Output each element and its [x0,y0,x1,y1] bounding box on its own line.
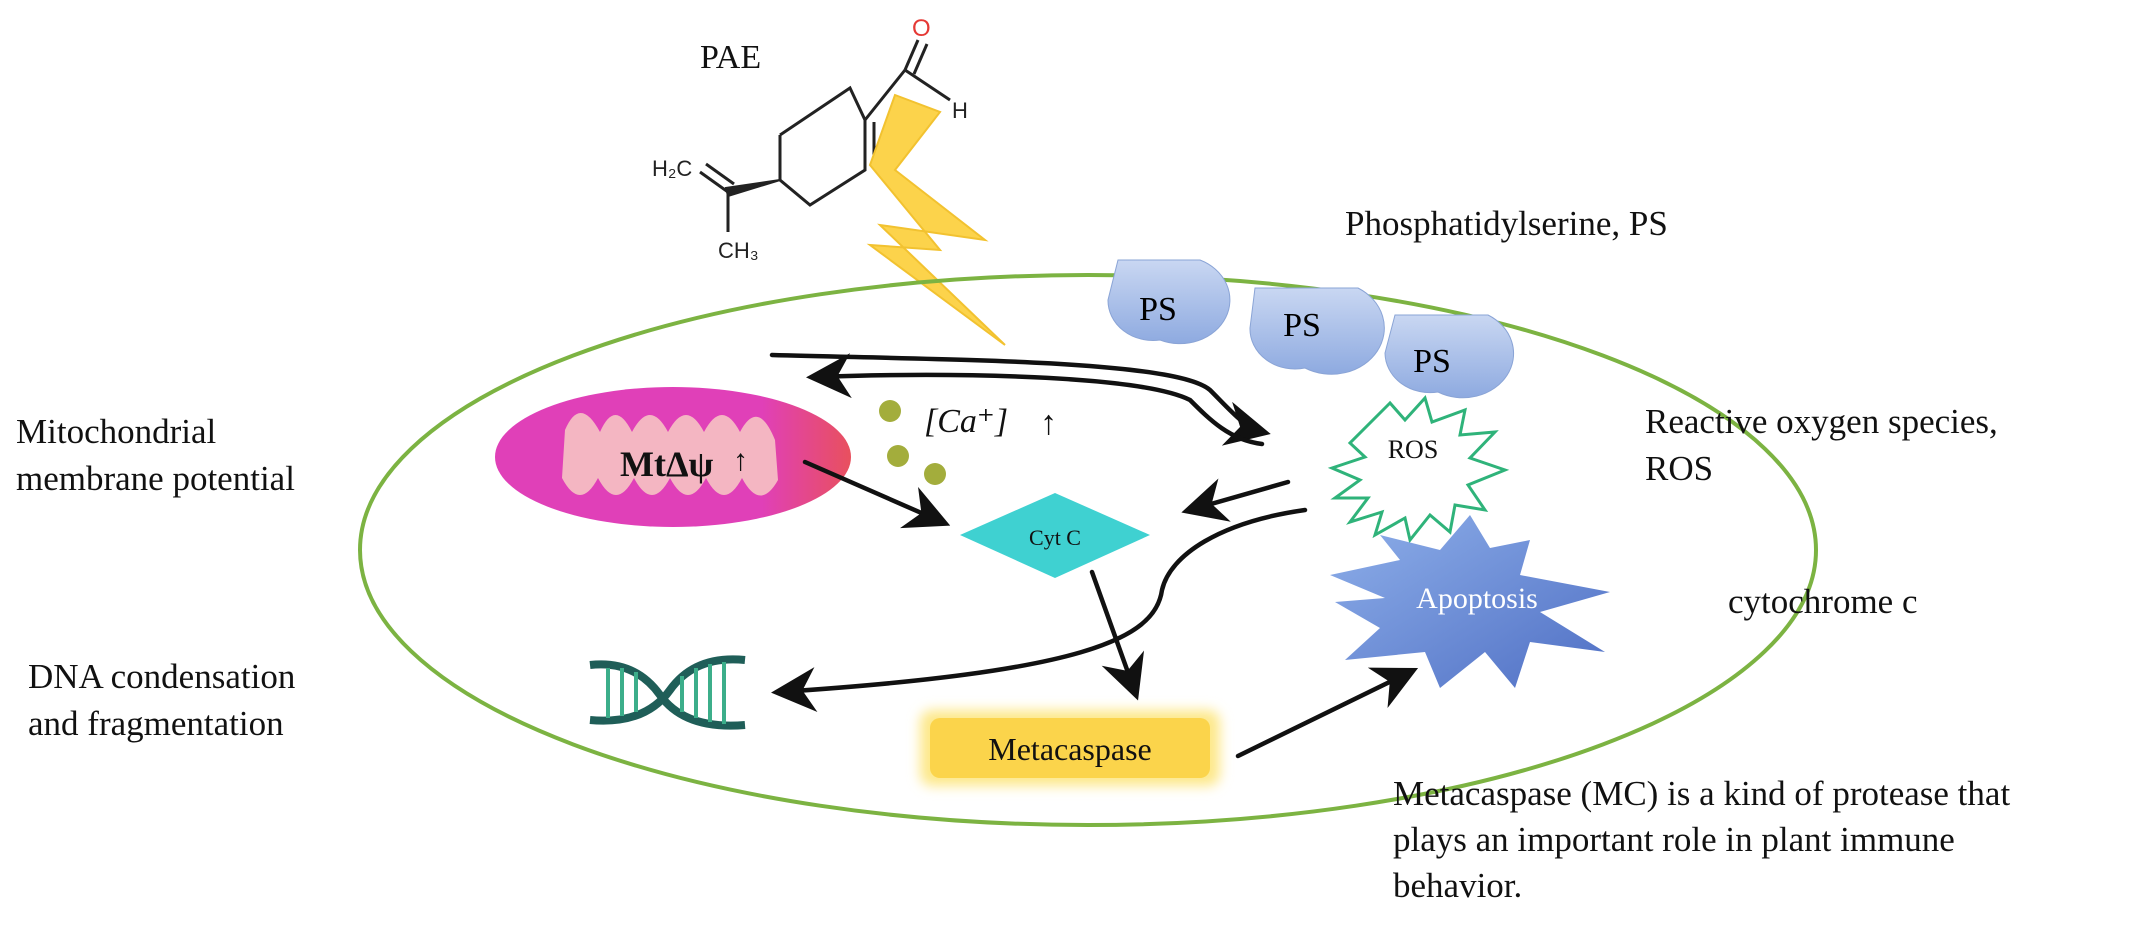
cell-membrane [358,273,1818,827]
oxygen-atom: O [912,15,931,42]
ps-molecule: PS [1384,314,1515,399]
mito-annotation: Mitochondrial membrane potential [16,412,295,498]
calcium-ions [879,400,946,485]
carbonyl-bond-1 [903,39,920,71]
arrows [769,352,1419,759]
calcium-ion [887,445,909,467]
arrow-to-ros [769,352,1271,446]
arrow-mito-to-cytc [802,459,951,529]
vinyl-bond-2 [705,162,735,186]
pae-molecule [699,39,951,232]
carbonyl-bond-2 [912,43,929,75]
vinyl-bond-1 [699,170,729,194]
lightning-icon [866,93,1006,346]
dna-helix-icon [589,655,746,730]
cytc-diamond: Cyt C [960,493,1150,578]
mito-potential-label: MtΔψ [620,444,714,484]
arrow-metacaspase-to-apoptosis [1235,667,1419,759]
arrow-ros-to-dna [771,507,1308,713]
ros-annotation: Reactive oxygen species, ROS [1645,402,1998,488]
hydrogen-atom: H [952,98,968,123]
methylene-group: H₂C [652,156,692,181]
mitochondrion-icon: MtΔψ ↑ [495,387,851,527]
molecule-name: PAE [700,39,761,76]
metacaspase-box: Metacaspase [920,710,1220,786]
calcium-ion [924,463,946,485]
ps-molecule: PS [1107,259,1231,345]
mc-annotation: Metacaspase (MC) is a kind of protease t… [1393,774,2011,905]
molecule-ring [778,85,867,207]
arrow-to-calcium [806,353,1265,447]
aldehyde-bond [863,69,907,121]
ps-molecule: PS [1249,287,1385,375]
ros-starburst: ROS [1327,395,1510,544]
calcium-arrow: ↑ [1040,405,1057,442]
apoptosis-starburst: Apoptosis [1330,515,1610,688]
cytc-label: Cyt C [1029,525,1081,550]
ps-label: PS [1413,343,1451,380]
arrow-cytc-to-metacaspase [1089,569,1145,701]
cytc-annotation: cytochrome c [1728,582,1918,621]
calcium-label: [Ca⁺] [924,403,1008,440]
ps-label: PS [1139,291,1177,328]
calcium-ion [879,400,901,422]
dna-annotation: DNA condensation and fragmentation [28,657,296,743]
ros-label: ROS [1388,435,1439,464]
mito-arrow: ↑ [733,444,748,477]
apoptosis-label: Apoptosis [1416,582,1538,615]
methyl-group: CH₃ [718,238,759,263]
aldehyde-h-bond [904,68,951,102]
ps-annotation: Phosphatidylserine, PS [1345,204,1668,243]
arrow-ros-to-cytc [1181,478,1291,522]
ps-label: PS [1283,307,1321,344]
metacaspase-label: Metacaspase [988,731,1151,767]
